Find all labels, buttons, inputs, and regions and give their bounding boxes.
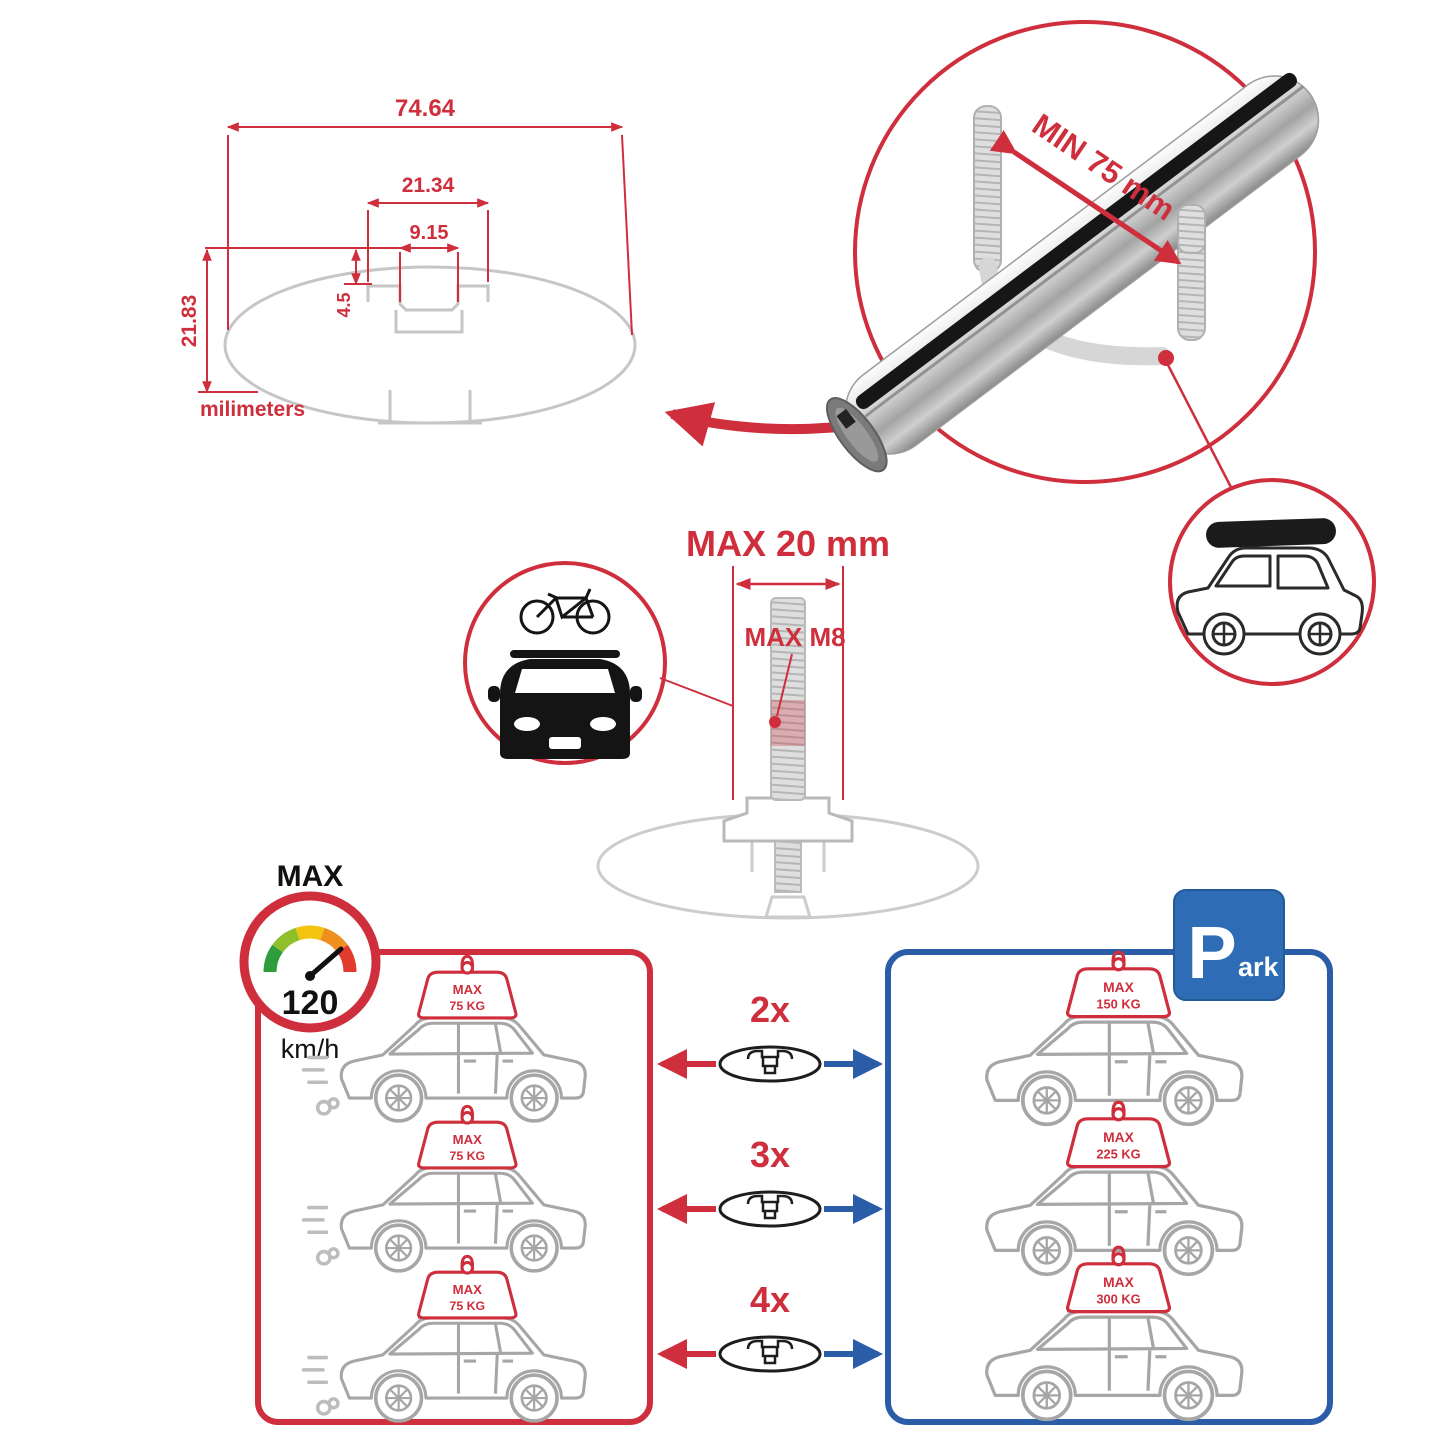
bolt-shaft	[770, 597, 806, 801]
thread-point-dot	[769, 716, 781, 728]
profile-dimension-drawing: 74.64 21.34 9.15 4.5 21.83 milimeters	[178, 95, 637, 425]
bag-max-label: MAX	[1103, 980, 1134, 995]
max-width-label: MAX 20 mm	[686, 523, 890, 564]
car-front-view	[488, 650, 642, 759]
u-bolt-rod-top	[1177, 204, 1206, 254]
bar-profile-outline	[223, 265, 637, 425]
t-slot-nut	[722, 796, 854, 843]
bag-kg-label: 75 KG	[449, 1299, 485, 1313]
bag-max-label: MAX	[453, 1132, 483, 1147]
bar-closeup-circle: MIN 75 mm	[826, 20, 1320, 484]
parking-sign: P ark	[1173, 889, 1285, 1001]
speed-unit: km/h	[281, 1034, 340, 1064]
car-driving-1: MAX 75 KG	[301, 954, 586, 1121]
speed-limit-badge: MAX 120 km/h	[239, 860, 381, 1064]
car-driving-2: MAX 75 KG	[301, 1104, 586, 1271]
bolt-detail: MAX 20 mm MAX M8	[596, 523, 980, 920]
leader-to-roofbox-circle	[1166, 364, 1237, 496]
multiplier-label: 2x	[750, 989, 790, 1030]
bag-max-label: MAX	[453, 1282, 483, 1297]
dim-total-width	[226, 122, 633, 336]
roofbox-car-circle	[1168, 478, 1376, 686]
dim-label-height: 21.83	[178, 295, 201, 348]
multiplier-label: 3x	[750, 1134, 790, 1175]
car-parked-3: MAX 300 KG	[987, 1245, 1242, 1419]
car-driving-3: MAX 75 KG	[301, 1254, 586, 1421]
units-label: milimeters	[200, 398, 305, 421]
multiplier-row-3: 4x	[657, 1279, 883, 1373]
max-thread-label: MAX M8	[744, 622, 845, 652]
profile-foot	[763, 895, 813, 919]
crossbar-section-icon	[718, 1335, 822, 1373]
dim-label-total-width: 74.64	[395, 95, 456, 122]
crossbar-section-icon	[718, 1045, 822, 1083]
roof-box	[1206, 518, 1336, 548]
dim-slot-depth	[344, 248, 372, 286]
suv-side-view	[1175, 546, 1364, 656]
min-clamp-arrow	[989, 130, 1182, 265]
clamp-point-dot	[1158, 350, 1174, 366]
bolt-tail	[774, 839, 802, 893]
bag-kg-label: 225 KG	[1096, 1146, 1140, 1161]
multiplier-row-2: 3x	[657, 1134, 883, 1228]
multiplier-row-1: 2x	[657, 989, 883, 1083]
bag-max-label: MAX	[1103, 1275, 1134, 1290]
multiplier-label: 4x	[750, 1279, 790, 1320]
bag-max-label: MAX	[1103, 1130, 1134, 1145]
dim-slot-width	[205, 243, 460, 302]
crossbar-section-icon	[718, 1190, 822, 1228]
parking-sign-letter: P	[1187, 911, 1236, 994]
dim-label-slot-width: 9.15	[410, 222, 449, 244]
dim-label-channel-width: 21.34	[402, 174, 455, 197]
bag-max-label: MAX	[453, 982, 483, 997]
car-parked-1: MAX 150 KG	[987, 950, 1242, 1124]
dim-height	[198, 248, 258, 394]
parking-sign-rest: ark	[1238, 952, 1280, 982]
bag-kg-label: 75 KG	[449, 1149, 485, 1163]
speed-max-label: MAX	[277, 860, 344, 893]
leader-bike-to-bolt	[659, 677, 734, 707]
bag-kg-label: 150 KG	[1096, 996, 1140, 1011]
speed-value: 120	[282, 984, 339, 1022]
bike-car-circle	[463, 561, 667, 765]
bag-kg-label: 300 KG	[1096, 1291, 1140, 1306]
bicycle-icon	[519, 588, 611, 635]
car-parked-2: MAX 225 KG	[987, 1100, 1242, 1274]
dim-channel-width	[366, 198, 490, 282]
dim-label-slot-depth: 4.5	[334, 292, 354, 317]
bag-kg-label: 75 KG	[449, 999, 485, 1013]
